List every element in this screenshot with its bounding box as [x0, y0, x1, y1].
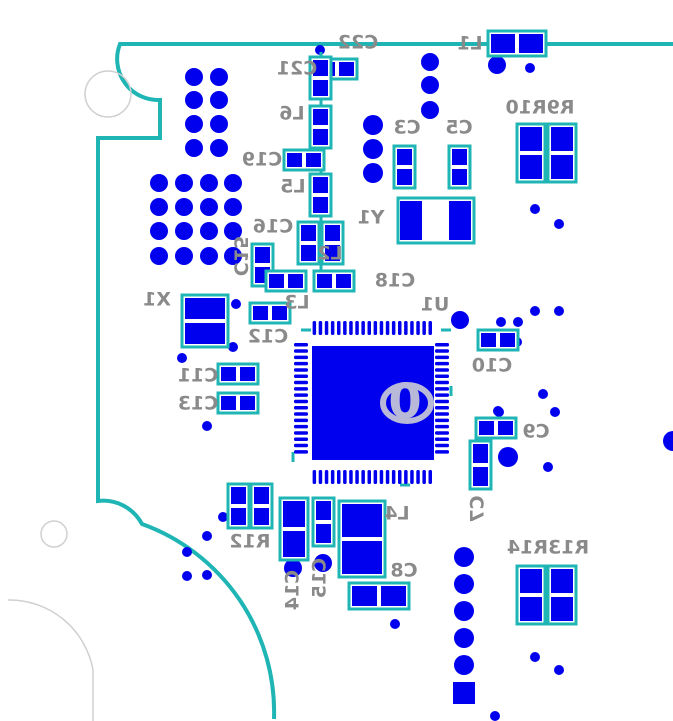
silk-label-c7: C7 — [467, 495, 489, 522]
silk-label-c5: C5 — [445, 117, 472, 139]
u1-ic — [291, 321, 453, 487]
silk-label-c13: C13 — [178, 393, 218, 415]
y1-crystal — [396, 196, 476, 245]
silk-label-r12: R12 — [229, 531, 270, 553]
footprint-c3 — [392, 144, 417, 190]
footprint-c13 — [216, 391, 260, 415]
footprint-c10 — [476, 328, 520, 352]
footprint-c7 — [468, 439, 493, 491]
footprint-l3 — [248, 301, 292, 325]
small-vias — [177, 45, 564, 721]
footprint-c16b — [320, 220, 345, 266]
j1-header — [453, 547, 475, 704]
silk-label-c16: C16 — [253, 216, 293, 238]
silk-label-c14: C14 — [282, 570, 304, 610]
silk-label-l4: L4 — [384, 503, 409, 525]
silk-label-c10: C10 — [472, 355, 512, 377]
mounting-hole — [84, 70, 132, 118]
silk-label-c21: C21 — [277, 58, 317, 80]
silk-label-l5: L5 — [280, 176, 305, 198]
footprint-l6 — [308, 104, 333, 150]
footprint-r9 — [515, 122, 547, 184]
silk-label-u1pin: 0 — [388, 374, 421, 430]
footprint-c19 — [282, 148, 326, 172]
silk-label-c15b: C15 — [309, 558, 331, 598]
footprint-c5 — [447, 144, 472, 190]
mounting-hole — [7, 599, 94, 721]
silk-label-x1: X1 — [143, 289, 171, 311]
silk-label-l6: L6 — [279, 103, 304, 125]
silk-label-y1: Y1 — [358, 207, 386, 229]
silk-label-l1: L1 — [457, 33, 482, 55]
footprint-c14 — [278, 496, 310, 562]
footprint-c21 — [308, 55, 333, 101]
silk-label-c15: C15 — [230, 236, 252, 276]
footprint-l1 — [486, 29, 548, 58]
footprint-c9 — [474, 416, 518, 440]
silk-label-r13r14: R13R14 — [507, 537, 589, 559]
footprint-x1 — [180, 293, 230, 349]
silk-label-c9: C9 — [522, 421, 549, 443]
footprint-c11 — [216, 362, 260, 386]
footprint-r12 — [226, 482, 251, 530]
silk-label-c3: C3 — [393, 117, 420, 139]
mounting-hole — [40, 520, 68, 548]
footprint-c18 — [264, 269, 308, 293]
footprint-c15b — [311, 496, 336, 548]
footprint-r14 — [546, 564, 578, 626]
silk-label-l3: L3 — [284, 292, 309, 314]
silk-label-c19: C19 — [242, 149, 282, 171]
footprint-r10 — [546, 122, 578, 184]
footprint-c16 — [296, 220, 321, 266]
footprint-c18b — [312, 269, 356, 293]
footprint-r13 — [515, 564, 547, 626]
footprint-l4 — [337, 499, 387, 579]
board-outline — [96, 42, 673, 720]
silk-label-u1: U1 — [421, 294, 450, 316]
silk-label-c8: C8 — [390, 560, 417, 582]
silk-label-c18: C18 — [375, 270, 415, 292]
silk-label-r9r10: R9R10 — [506, 97, 575, 119]
footprint-r11 — [249, 482, 274, 530]
silk-label-c22: C22 — [338, 32, 378, 54]
silk-label-c11: C11 — [178, 365, 218, 387]
via-cluster — [150, 53, 673, 577]
footprint-c8 — [347, 581, 411, 611]
silk-label-l2: L2 — [317, 243, 342, 265]
silk-label-c12: C12 — [248, 326, 288, 348]
footprint-l5 — [308, 172, 333, 218]
